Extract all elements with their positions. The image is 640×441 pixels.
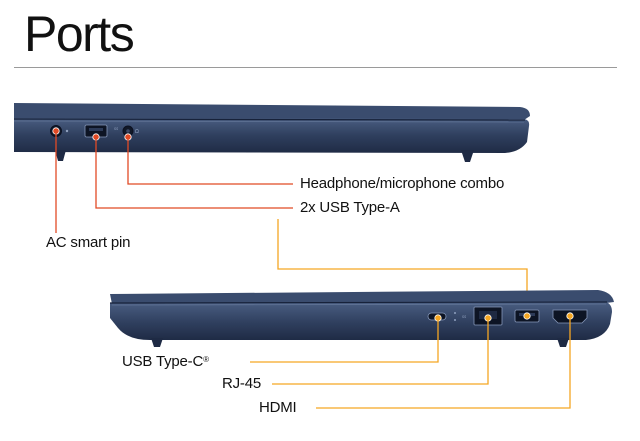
hdmi-label: HDMI (259, 399, 297, 416)
usb-c-label: USB Type-C® (122, 353, 209, 371)
right-seam (109, 301, 608, 304)
rj45-label: RJ-45 (222, 375, 262, 392)
left-foot-back (461, 150, 474, 162)
left-base (14, 118, 530, 153)
usb-a-callout-line (95, 137, 293, 209)
right-lid (110, 290, 614, 304)
title-divider (14, 67, 617, 68)
right-foot-back (557, 338, 569, 347)
headphone-label: Headphone/microphone combo (300, 175, 505, 192)
headphone-callout-line (127, 137, 293, 185)
hdmi-callout-line (316, 316, 571, 409)
svg-text:Ω: Ω (135, 129, 139, 135)
usb-a-label: 2x USB Type-A (300, 199, 400, 216)
headphone-jack-icon: Ω (122, 125, 139, 137)
page-title: Ports (24, 6, 135, 62)
svg-text:ss: ss (462, 314, 466, 319)
laptop-right-side: ss (109, 290, 614, 409)
left-seam (13, 118, 526, 121)
svg-text:ss: ss (114, 126, 118, 131)
usb-c-label-text: USB Type-C (122, 353, 204, 370)
left-lid (14, 103, 530, 120)
rj45-callout-line (272, 318, 489, 385)
registered-mark: ® (203, 355, 209, 364)
right-foot-front (151, 338, 163, 347)
ac-pin-label: AC smart pin (46, 234, 131, 251)
usb-a-right-marker (523, 312, 531, 320)
laptop-left-side: ss Ω (13, 103, 530, 314)
usb-c-callout-line (250, 318, 439, 363)
left-foot-front (55, 150, 66, 161)
